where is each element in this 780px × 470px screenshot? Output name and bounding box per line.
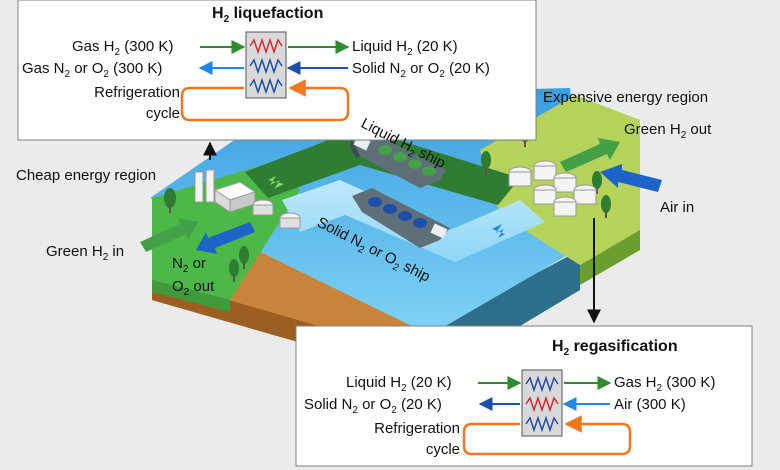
n2-out-arrow — [196, 222, 255, 254]
liquefaction-title: H2 liquefaction — [212, 5, 324, 25]
liq-input-gas-h2: Gas H2 (300 K) — [72, 38, 174, 58]
liquefaction-plant — [194, 169, 301, 229]
lane-chevrons-green — [268, 176, 284, 189]
air-in-arrow — [600, 164, 662, 192]
liq-refrigeration-loop — [180, 79, 350, 122]
expensive-energy-region-label: Expensive energy region — [543, 89, 709, 106]
green-h2-out-label: Green H2 out — [624, 121, 712, 141]
cheap-land-front — [152, 280, 230, 312]
reg-output-air: Air (300 K) — [614, 396, 686, 413]
cheap-energy-region-label: Cheap energy region — [16, 167, 157, 184]
air-in-label: Air in — [660, 199, 695, 216]
reg-output-gas-h2: Gas H2 (300 K) — [614, 374, 716, 394]
liq-output-liquid-h2: Liquid H2 (20 K) — [352, 38, 458, 58]
green-h2-out-arrow — [560, 138, 620, 172]
green-h2-in-label: Green H2 in — [46, 243, 125, 263]
regasification-heat-exchanger — [521, 369, 563, 437]
reg-input-liquid-h2: Liquid H2 (20 K) — [346, 374, 452, 394]
solid-n2-ship — [352, 188, 450, 248]
reg-refrigeration-loop — [462, 415, 632, 456]
liquefaction-heat-exchanger — [245, 31, 287, 99]
green-h2-in-arrow — [140, 218, 198, 252]
reg-input-solid-n2: Solid N2 or O2 (20 K) — [304, 396, 442, 416]
regasification-title: H2 regasification — [552, 338, 678, 358]
lane-chevrons-blue — [492, 224, 505, 238]
regasification-tanks — [508, 160, 597, 217]
liq-input-gas-n2: Gas N2 or O2 (300 K) — [22, 60, 163, 80]
island — [140, 88, 662, 380]
liq-output-solid-n2: Solid N2 or O2 (20 K) — [352, 60, 490, 80]
cheap-land — [152, 160, 300, 300]
